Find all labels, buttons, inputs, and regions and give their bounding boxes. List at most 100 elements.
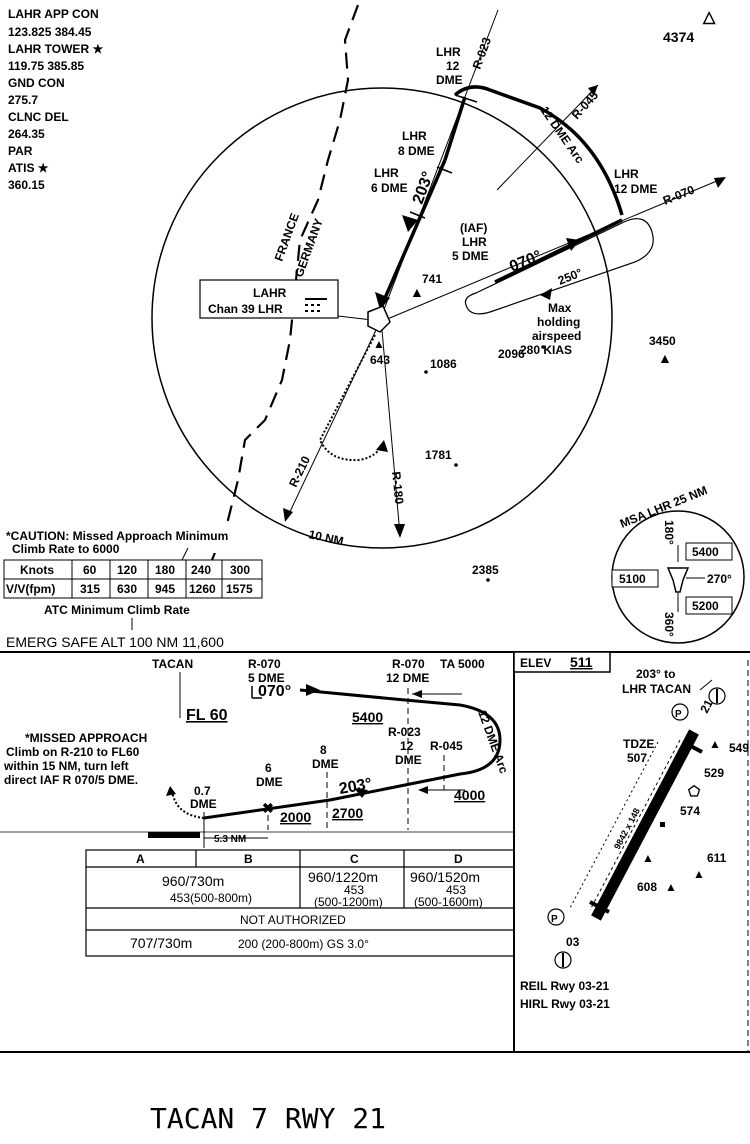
table-cell: 630 (117, 582, 137, 596)
r070-arrow (714, 177, 726, 188)
missed-line3: within 15 NM, turn left (3, 759, 129, 773)
msa-bearing-180: 180° (662, 520, 676, 545)
inbound-070-segment (494, 218, 623, 284)
msa-alt-north: 5400 (692, 545, 719, 559)
profile-arc-path (329, 698, 502, 802)
msa-circle: MSA LHR 25 NM 180° 270° 360° 5400 5100 5… (611, 483, 745, 644)
fix-8dme-tick (436, 166, 453, 174)
tacan-box-leader (337, 315, 373, 321)
par-label: PAR (8, 144, 33, 158)
profile-course-070: 070° (258, 683, 291, 700)
climb-table-row2: V/V(fpm) 315 630 945 1260 1575 (6, 582, 253, 596)
spot-1781 (454, 463, 458, 467)
atis-freq: 360.15 (8, 178, 45, 192)
msa-alt-west: 5100 (619, 572, 646, 586)
profile-alt-2000: 2000 (280, 809, 311, 825)
dme-arc (453, 85, 624, 216)
holding-pattern (464, 218, 654, 315)
obstacle-icon: ▲ (642, 851, 654, 865)
atis-label: ATIS ★ (8, 161, 49, 175)
clnc-del-label: CLNC DEL (8, 110, 69, 124)
tower-freq: 119.75 385.85 (8, 59, 84, 73)
minima-cat-c: C (350, 852, 359, 866)
max-hold-line1: Max (548, 301, 572, 315)
profile-r045: R-045 (430, 739, 463, 753)
iaf-line2: LHR (462, 235, 487, 249)
iaf-line3: 5 DME (452, 249, 489, 263)
profile-fix-x-icon: ✖ (262, 800, 274, 816)
spot-1086 (424, 370, 428, 374)
profile-dme6-line1: 6 (265, 761, 272, 775)
profile-course-203: 203° (338, 775, 374, 797)
minima-text: A B C D 960/730m 453(500-800m) 960/1220m… (130, 852, 483, 951)
ten-nm-ring (151, 87, 613, 549)
gnd-con-freq: 275.7 (8, 93, 38, 107)
elev-741: 741 (422, 272, 442, 286)
table-cell: 315 (80, 582, 100, 596)
table-cell: 1260 (189, 582, 216, 596)
clnc-del-freq: 264.35 (8, 127, 45, 141)
fix-8dme-line1: LHR (402, 129, 427, 143)
missed-approach-arrow (376, 440, 388, 452)
r045-label: R-045 (569, 88, 601, 122)
outbound-250-arrow (540, 288, 552, 300)
elev-643: 643 (370, 353, 390, 367)
tdze-line2: 507 (627, 751, 647, 765)
profile-tacan: TACAN (152, 657, 193, 671)
rwy03-label: 03 (566, 935, 580, 949)
climb-table-row1: Knots 60 120 180 240 300 (20, 563, 250, 577)
profile-dme6-line2: DME (256, 775, 283, 789)
minima-par-main: 707/730m (130, 935, 192, 951)
tacan-box-line2: Chan 39 LHR (208, 302, 283, 316)
gnd-con-label: GND CON (8, 76, 65, 90)
elev-529: 529 (704, 766, 724, 780)
obstacle-549-icon: ▲ (709, 737, 721, 751)
svg-text:P: P (675, 709, 682, 720)
airport-elev-label: ELEV (520, 656, 551, 670)
inbound-arrow (375, 292, 390, 310)
minima-c-main: 960/1220m (308, 869, 378, 885)
minima-not-authorized: NOT AUTHORIZED (240, 913, 346, 927)
fix-6dme-tick (409, 211, 426, 219)
r070-label: R-070 (661, 182, 697, 207)
minima-cat-d: D (454, 852, 463, 866)
elev-2385: 2385 (472, 563, 499, 577)
profile-outbound (299, 688, 406, 702)
r045-radial (496, 84, 599, 191)
max-hold-line2: holding (537, 315, 580, 329)
par-marker-north-icon (671, 703, 689, 721)
obstacle-741-icon: ▲ (410, 284, 424, 300)
procedure-title: TACAN 7 RWY 21 (150, 1102, 386, 1135)
profile-r070-5dme-line2: 5 DME (248, 671, 285, 685)
building-small (660, 822, 665, 827)
profile-dme8-line2: DME (312, 757, 339, 771)
app-con-label: LAHR APP CON (8, 7, 99, 21)
r070-radial (384, 177, 725, 321)
profile-r023-line3: DME (395, 753, 422, 767)
tacan-note-line2: LHR TACAN (622, 682, 691, 696)
r210-radial (286, 329, 377, 519)
spot-2385 (486, 578, 490, 582)
missed-line2: Climb on R-210 to FL60 (6, 745, 140, 759)
table-cell: 120 (117, 563, 137, 577)
elev-608: 608 (637, 880, 657, 894)
fix-6dme-line2: 6 DME (371, 181, 408, 195)
profile-r023-line1: R-023 (388, 725, 421, 739)
airport-diagram: ELEV 511 203° to LHR TACAN 9842 x 148 P … (513, 651, 749, 1052)
inbound-arrow-mid (402, 215, 418, 232)
profile-dme07-line2: DME (190, 797, 217, 811)
missed-line4: direct IAF R 070/5 DME. (4, 773, 138, 787)
obstacle-3450-icon: ▲ (658, 350, 672, 366)
minima-d-sub2: (500-1600m) (414, 895, 483, 909)
table-cell: Knots (20, 563, 54, 577)
caution-block: *CAUTION: Missed Approach Minimum Climb … (3, 527, 284, 650)
msa-tacan-icon (666, 567, 690, 593)
obstacle-611-icon: ▲ (693, 867, 705, 881)
hirl-label: HIRL Rwy 03-21 (520, 997, 610, 1011)
fix-8dme-line2: 8 DME (398, 144, 435, 158)
profile-final (203, 798, 331, 820)
msa-bearing-360: 360° (662, 612, 676, 637)
elev-549: 549 (729, 741, 749, 755)
tacan-box-line1: LAHR (253, 286, 287, 300)
